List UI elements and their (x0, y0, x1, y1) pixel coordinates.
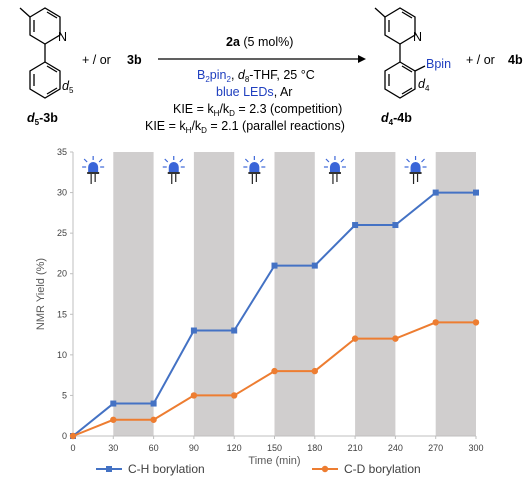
data-point (352, 222, 359, 229)
dark-band-1 (193, 152, 235, 436)
x-tick-label: 60 (149, 443, 159, 453)
data-point (150, 416, 157, 423)
product-ring-d: d4 (418, 77, 430, 93)
y-tick-label: 30 (57, 188, 67, 198)
kie-competition: KIE = kH/kD = 2.3 (competition) (173, 102, 342, 118)
data-point (110, 400, 117, 407)
plus-or-left: + / or (82, 53, 111, 67)
reactant-3b: 3b (127, 53, 142, 67)
chart-axes: 0 5 10 15 20 25 30 35 0 30 60 90 120 150 180 210 240 270 3… (57, 147, 484, 453)
x-tick-label: 240 (388, 443, 403, 453)
product-bpin: Bpin (426, 57, 451, 71)
data-point (311, 262, 318, 269)
kie-parallel: KIE = kH/kD = 2.1 (parallel reactions) (145, 119, 345, 135)
blue-led-lamp-icon (242, 155, 266, 185)
product-4b: 4b (508, 53, 523, 67)
dark-band-2 (274, 152, 315, 436)
light-conditions: blue LEDs, Ar (216, 85, 292, 99)
data-point (271, 367, 278, 375)
conditions-line: B2pin2, d8-THF, 25 °C (197, 68, 315, 84)
data-point (150, 400, 157, 407)
product-label: d4-4b (381, 111, 412, 127)
legend-label: C-H borylation (128, 462, 205, 476)
reactant-structure (19, 7, 61, 99)
blue-led-lamp-icon (162, 155, 186, 185)
x-tick-label: 90 (189, 443, 199, 453)
data-point (472, 319, 480, 326)
data-point (271, 262, 278, 269)
dark-band-0 (113, 152, 154, 436)
reactant-n-atom: N (58, 30, 67, 44)
x-tick-label: 210 (348, 443, 363, 453)
reaction-scheme: N d5 d5-3b + / or 3b 2a (5 mol%) B2pin2,… (19, 7, 523, 135)
data-point (110, 416, 117, 423)
data-point (392, 222, 399, 229)
legend-marker (321, 465, 329, 473)
x-tick-label: 270 (428, 443, 443, 453)
y-axis-title: NMR Yield (%) (35, 258, 47, 330)
product-structure (374, 7, 426, 99)
data-point (392, 335, 399, 342)
dark-band-3 (355, 152, 396, 436)
data-point (432, 319, 439, 326)
x-tick-label: 150 (267, 443, 282, 453)
data-point (190, 327, 197, 334)
x-tick-label: 0 (70, 443, 75, 453)
chart-series (69, 189, 480, 440)
data-point (231, 392, 238, 399)
x-tick-label: 30 (108, 443, 118, 453)
y-tick-label: 5 (62, 390, 67, 400)
data-point (190, 392, 198, 399)
chart-legend: C-H borylation C-D borylation (96, 462, 421, 476)
data-point (311, 367, 318, 375)
x-tick-label: 120 (227, 443, 242, 453)
yield-time-chart: 0 5 10 15 20 25 30 35 0 30 60 90 120 150 180 210 240 270 3… (35, 147, 484, 476)
product-n-atom: N (413, 30, 422, 44)
catalyst-label: 2a (5 mol%) (226, 35, 293, 49)
reactant-label: d5-3b (27, 111, 58, 127)
x-tick-label: 180 (307, 443, 322, 453)
reaction-arrow (158, 55, 366, 63)
legend-marker (106, 466, 112, 472)
plus-or-right: + / or (466, 53, 495, 67)
blue-led-lamp-icon (81, 155, 105, 185)
y-tick-label: 15 (57, 309, 67, 319)
y-tick-label: 10 (57, 350, 67, 360)
data-point (351, 335, 359, 342)
reactant-ring-d: d5 (62, 79, 74, 95)
data-point (473, 189, 479, 196)
data-point (69, 432, 77, 440)
y-tick-label: 25 (57, 228, 67, 238)
x-axis-title: Time (min) (248, 455, 300, 467)
legend-label: C-D borylation (344, 462, 421, 476)
dark-band-4 (435, 152, 476, 436)
x-tick-label: 300 (468, 443, 483, 453)
y-tick-label: 20 (57, 269, 67, 279)
data-point (231, 327, 238, 334)
data-point (432, 189, 439, 196)
dark-period-bands (113, 152, 476, 436)
blue-led-lamp-icon (403, 155, 428, 185)
y-tick-label: 0 (62, 431, 67, 441)
y-tick-label: 35 (57, 147, 67, 157)
blue-led-lamp-icon (323, 155, 347, 185)
